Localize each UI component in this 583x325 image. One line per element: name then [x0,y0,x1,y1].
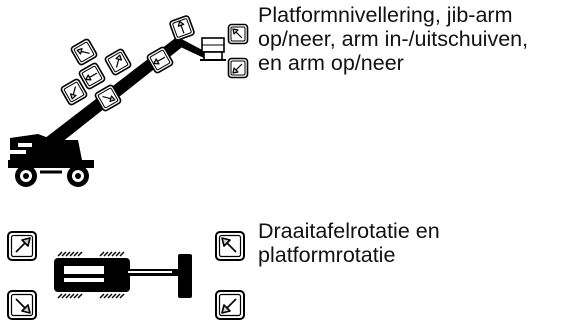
arrow-box-icon [215,231,245,261]
arrow-box-icon [69,37,99,67]
arrow-box-icon [103,47,133,77]
arrow-box-icon [227,23,249,45]
platform-icon [200,37,226,61]
top-caption-line: en arm op/neer [258,51,404,75]
arrow-box-icon [227,57,249,79]
bottom-caption-line: platformrotatie [258,243,396,267]
bottom-caption: Draaitafelrotatie en platformrotatie [258,219,583,267]
arrow-box-icon [7,290,37,320]
top-caption: Platformnivellering, jib-arm op/neer, ar… [258,3,583,75]
boom-lift-top-view-icon [54,251,192,299]
top-caption-line: Platformnivellering, jib-arm [258,3,513,27]
arrow-box-icon [168,14,196,42]
arrow-box-icon [7,231,37,261]
bottom-caption-line: Draaitafelrotatie en [258,219,440,243]
arrow-box-icon [215,290,245,320]
top-caption-line: op/neer, arm in-/uitschuiven, [258,27,529,51]
